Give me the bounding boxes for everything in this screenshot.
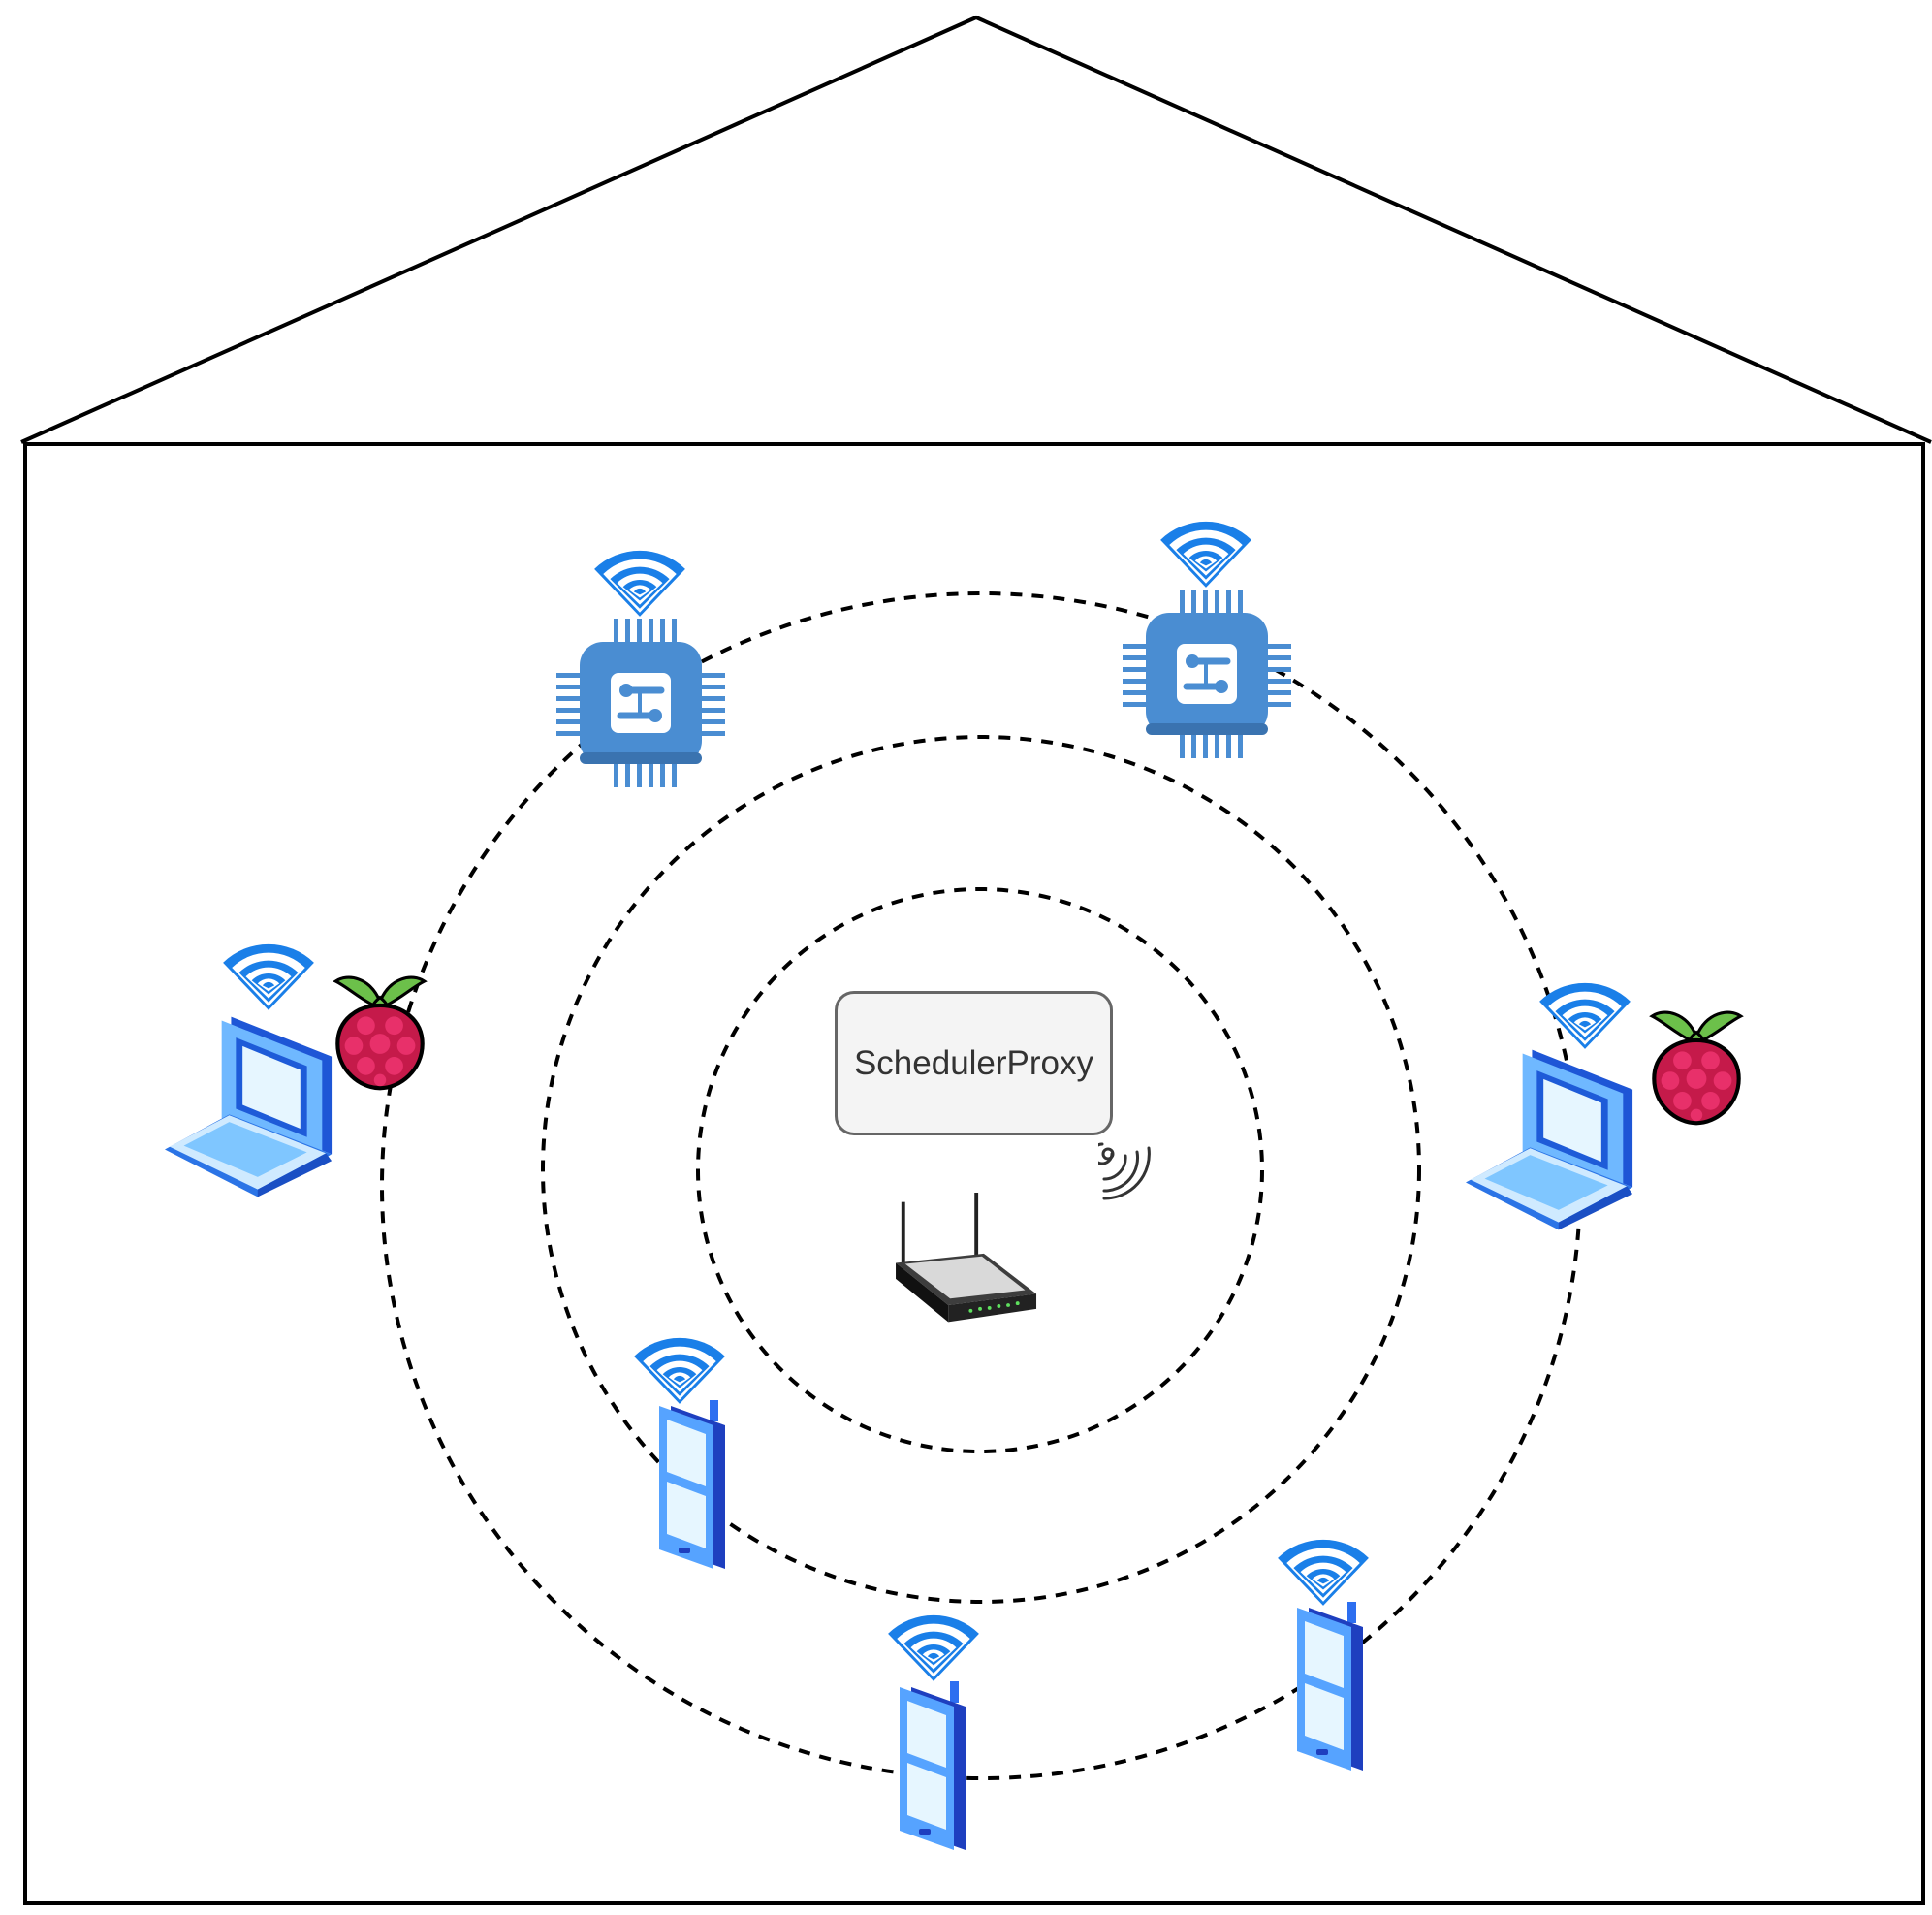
wireless-router-icon xyxy=(896,1193,1037,1323)
middle-range-ring xyxy=(541,735,1421,1604)
wifi-icon xyxy=(1278,1539,1369,1606)
laptop-icon xyxy=(1466,1049,1633,1230)
microcontroller-chip-icon xyxy=(556,619,725,787)
inner-range-ring xyxy=(696,887,1264,1453)
laptop-icon xyxy=(165,1016,333,1197)
wifi-icon xyxy=(1160,521,1251,588)
house-roof xyxy=(20,15,1932,444)
mobile-phone-icon xyxy=(1297,1602,1363,1771)
phone-node-1 xyxy=(634,1337,725,1569)
phone-node-3 xyxy=(1278,1539,1369,1771)
radio-signal-icon xyxy=(1098,1142,1151,1200)
microcontroller-node-2 xyxy=(1123,521,1291,758)
mobile-phone-icon xyxy=(900,1681,966,1850)
phone-node-2 xyxy=(888,1614,979,1850)
wifi-icon xyxy=(888,1614,979,1681)
house-walls xyxy=(23,442,1925,1905)
scheduler-proxy-box: SchedulerProxy xyxy=(835,991,1113,1135)
wifi-icon xyxy=(634,1337,725,1404)
scheduler-proxy-label: SchedulerProxy xyxy=(853,1043,1094,1082)
raspberry-pi-icon xyxy=(1652,1012,1741,1123)
laptop-node-left xyxy=(165,943,425,1197)
mobile-phone-icon xyxy=(659,1400,725,1569)
wifi-icon xyxy=(223,943,314,1010)
wifi-icon xyxy=(594,550,685,617)
raspberry-pi-icon xyxy=(335,977,425,1088)
microcontroller-node-1 xyxy=(556,550,725,787)
laptop-node-right xyxy=(1466,982,1741,1230)
